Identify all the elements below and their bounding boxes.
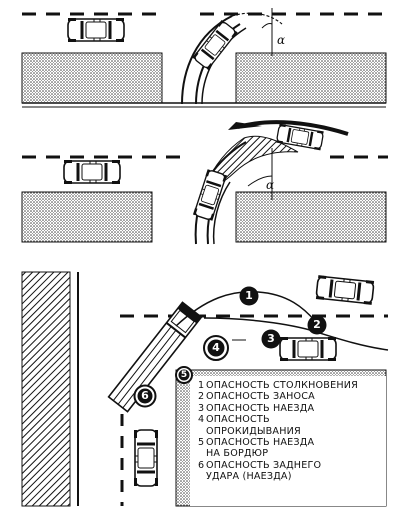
sidewalk-block (21, 191, 153, 243)
marker-4-number: 4 (212, 341, 220, 354)
marker-2 (307, 315, 327, 335)
car-straight (66, 16, 126, 44)
car-straight (62, 158, 122, 186)
car-oncoming (314, 273, 376, 307)
legend-text: ОПАСНОСТЬ СТОЛКНОВЕНИЯ (206, 380, 358, 391)
legend-text: ОПАСНОСТЬ ОПРОКИДЫВАНИЯ (206, 414, 301, 437)
legend-number: 1 (198, 380, 205, 391)
panel-2 (21, 120, 388, 245)
marker-2-number: 2 (313, 318, 321, 331)
marker-5 (178, 369, 190, 381)
sidewalk-block (235, 191, 387, 243)
legend-text: ОПАСНОСТЬ НАЕЗДА НА БОРДЮР (206, 437, 315, 460)
angle-alpha-label-2: α (266, 178, 275, 192)
angle-guide (231, 12, 283, 25)
hatched-wall (21, 271, 71, 507)
legend-number: 4 (198, 414, 205, 426)
legend-text: ОПАСНОСТЬ НАЕЗДА (206, 402, 315, 414)
marker-1-number: 1 (245, 289, 253, 302)
legend-text: ОПАСНОСТЬ ЗАНОСА (206, 391, 315, 403)
marker-6-number: 6 (141, 389, 149, 402)
truck-turning (107, 301, 203, 413)
sidewalk-block (21, 52, 163, 104)
tire-track (194, 141, 247, 245)
trajectory-arrow (237, 120, 349, 136)
car-following (132, 428, 160, 488)
marker-6 (137, 388, 153, 404)
legend-number: 3 (198, 402, 205, 414)
legend-number: 6 (198, 459, 205, 471)
legend-number: 5 (198, 437, 205, 449)
marker-3-number: 3 (267, 332, 275, 345)
legend-text: ОПАСНОСТЬ ЗАДНЕГО УДАРА (НАЕЗДА) (206, 459, 322, 483)
legend-number: 2 (198, 391, 205, 403)
panel-1 (21, 8, 388, 108)
trajectory-line-1 (175, 290, 317, 327)
car-parked (278, 335, 338, 363)
car-turning (191, 167, 229, 223)
marker-4 (207, 339, 225, 357)
angle-alpha-label-1: α (277, 33, 286, 47)
tire-track (212, 181, 231, 245)
angle-arc (261, 23, 273, 29)
marker-1 (239, 286, 259, 306)
legend-panel (190, 376, 386, 506)
panel-3 (21, 271, 389, 507)
marker-5-number: 5 (180, 370, 188, 380)
marker-3 (261, 329, 281, 349)
sidewalk-block (235, 52, 387, 104)
angle-arc (247, 175, 273, 187)
